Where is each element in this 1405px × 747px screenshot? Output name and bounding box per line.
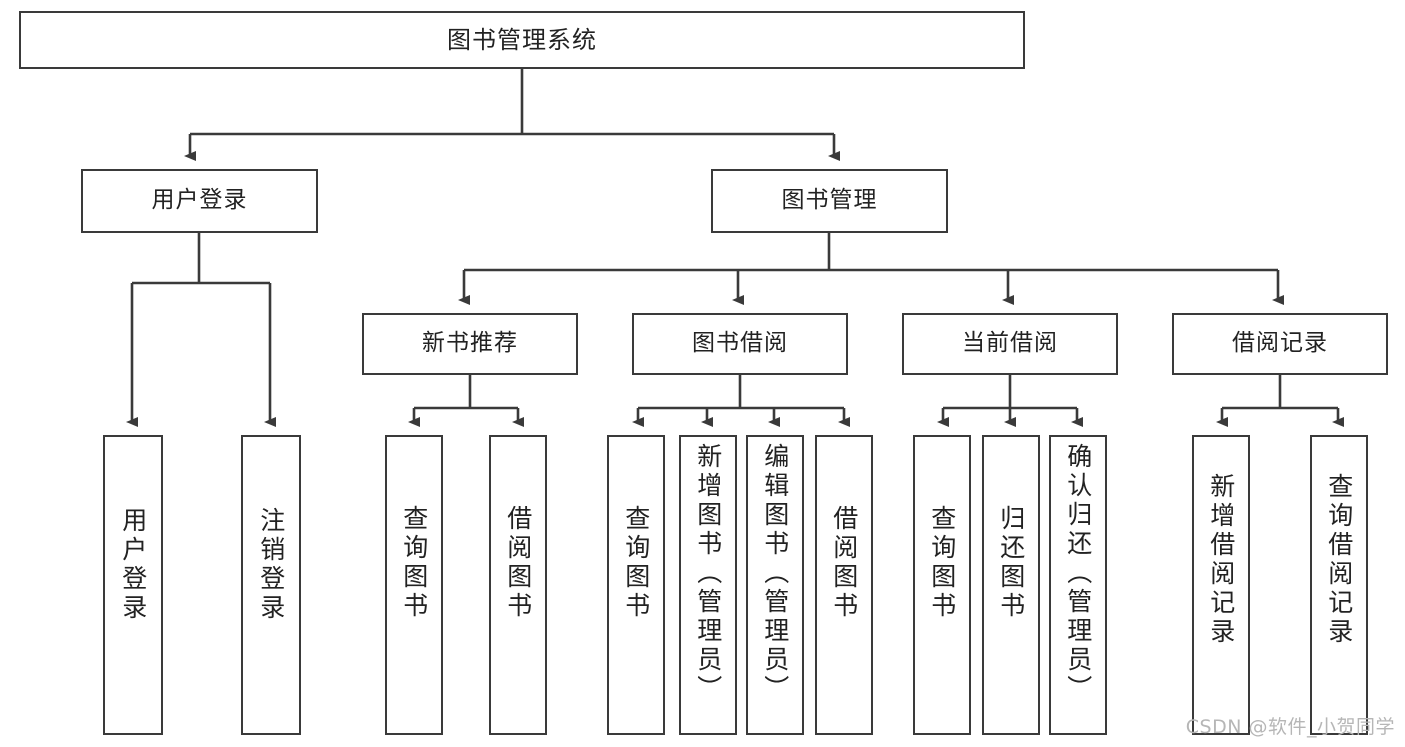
leaf-borrow-add-book-admin[interactable]: 新增图书（管理员） [679,435,737,735]
node-label: 新增借阅记录 [1206,473,1236,647]
node-root-system[interactable]: 图书管理系统 [19,11,1025,69]
node-label: 确认归还（管理员） [1063,443,1093,704]
node-label: 图书管理 [781,187,878,214]
node-label: 借阅图书 [503,505,533,621]
node-label: 当前借阅 [962,330,1058,357]
leaf-borrow-query-book[interactable]: 查询图书 [607,435,665,735]
node-label: 查询借阅记录 [1324,473,1354,647]
node-label: 用户登录 [151,187,248,214]
node-label: 借阅图书 [829,505,859,621]
node-label: 新书推荐 [422,330,518,357]
node-label: 借阅记录 [1232,330,1328,357]
node-label: 查询图书 [621,505,651,621]
node-label: 查询图书 [927,505,957,621]
node-current-borrow[interactable]: 当前借阅 [902,313,1118,375]
node-label: 图书借阅 [692,330,788,357]
node-label: 归还图书 [996,505,1026,621]
node-label: 查询图书 [399,505,429,621]
node-user-login[interactable]: 用户登录 [81,169,318,233]
leaf-record-add-record[interactable]: 新增借阅记录 [1192,435,1250,735]
leaf-recommend-query-book[interactable]: 查询图书 [385,435,443,735]
leaf-user-logout[interactable]: 注销登录 [241,435,301,735]
leaf-record-query-record[interactable]: 查询借阅记录 [1310,435,1368,735]
node-label: 图书管理系统 [447,25,597,54]
node-borrow-record[interactable]: 借阅记录 [1172,313,1388,375]
leaf-borrow-borrow-book[interactable]: 借阅图书 [815,435,873,735]
leaf-user-login[interactable]: 用户登录 [103,435,163,735]
leaf-current-query-book[interactable]: 查询图书 [913,435,971,735]
node-label: 注销登录 [256,507,286,623]
node-new-book-recommend[interactable]: 新书推荐 [362,313,578,375]
node-book-borrow[interactable]: 图书借阅 [632,313,848,375]
node-label: 用户登录 [118,507,148,623]
node-label: 编辑图书（管理员） [760,443,790,704]
leaf-recommend-borrow-book[interactable]: 借阅图书 [489,435,547,735]
node-book-management[interactable]: 图书管理 [711,169,948,233]
node-label: 新增图书（管理员） [693,443,723,704]
leaf-current-confirm-return-admin[interactable]: 确认归还（管理员） [1049,435,1107,735]
leaf-borrow-edit-book-admin[interactable]: 编辑图书（管理员） [746,435,804,735]
watermark-credit: CSDN @软件_小贺同学 [1185,716,1395,738]
leaf-current-return-book[interactable]: 归还图书 [982,435,1040,735]
